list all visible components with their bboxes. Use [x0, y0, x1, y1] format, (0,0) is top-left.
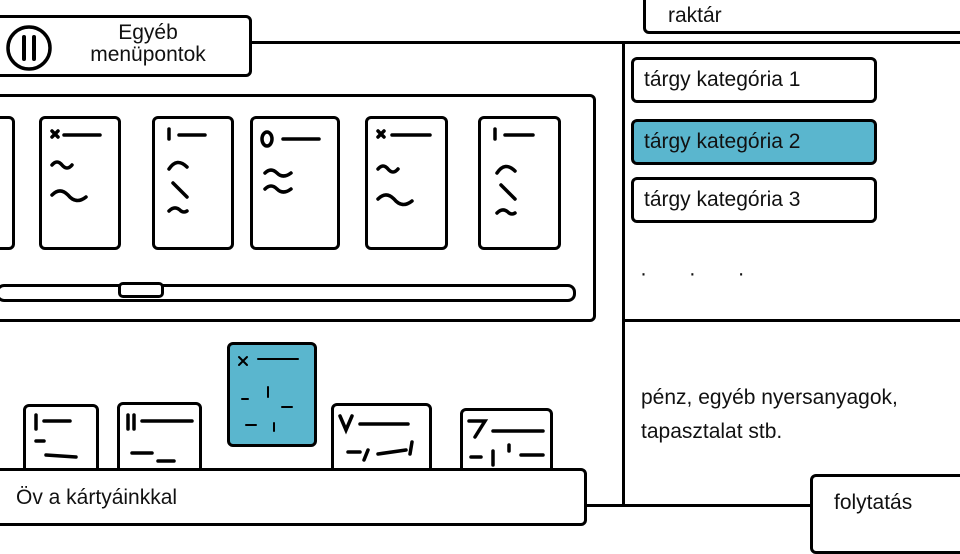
hand-card[interactable] — [117, 402, 202, 476]
category-item-label: tárgy kategória 3 — [644, 188, 801, 211]
hand-card[interactable] — [331, 403, 432, 476]
bottom-divider — [585, 504, 811, 507]
sidebar-divider — [622, 41, 625, 507]
more-categories-indicator: · · · — [640, 262, 763, 285]
resources-line2: tapasztalat stb. — [641, 420, 783, 443]
storage-label: raktár — [668, 4, 722, 27]
menu-label-line1: Egyéb — [118, 21, 178, 44]
category-item-3[interactable]: tárgy kategória 3 — [631, 177, 877, 223]
category-item-label: tárgy kategória 1 — [644, 68, 801, 91]
hand-card-selected[interactable] — [227, 342, 317, 447]
rail-card[interactable] — [250, 116, 340, 250]
resources-info: pénz, egyéb nyersanyagok, tapasztalat st… — [641, 381, 951, 449]
pause-icon[interactable] — [5, 24, 55, 74]
hand-card[interactable] — [23, 404, 99, 476]
card-belt-label: Öv a kártyáinkkal — [16, 486, 178, 509]
category-item-2[interactable]: tárgy kategória 2 — [631, 119, 877, 165]
category-item-1[interactable]: tárgy kategória 1 — [631, 57, 877, 103]
rail-card[interactable] — [0, 116, 15, 250]
header-divider — [250, 41, 960, 44]
card-belt — [0, 468, 587, 526]
hand-card[interactable] — [460, 408, 553, 476]
menu-label-line2: menüpontok — [90, 43, 206, 66]
card-rail-scrollbar-thumb[interactable] — [118, 282, 164, 298]
rail-card[interactable] — [152, 116, 234, 250]
storage-tab[interactable] — [643, 0, 960, 34]
continue-label: folytatás — [834, 491, 913, 514]
resources-line1: pénz, egyéb nyersanyagok, — [641, 386, 898, 409]
card-rail-scrollbar[interactable] — [0, 284, 576, 302]
rail-card[interactable] — [365, 116, 448, 250]
category-item-label: tárgy kategória 2 — [644, 130, 801, 153]
rail-card[interactable] — [39, 116, 121, 250]
sidebar-section-divider — [622, 319, 960, 322]
rail-card[interactable] — [478, 116, 561, 250]
menu-label: Egyéb menüpontok — [60, 22, 236, 66]
